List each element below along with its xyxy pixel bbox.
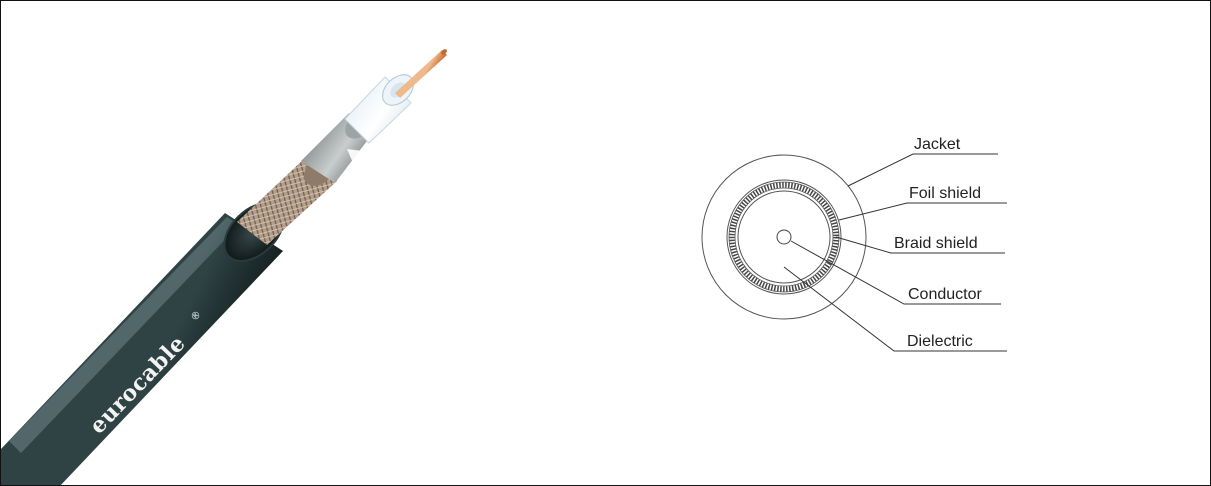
- jacket-leader-line: [848, 154, 998, 186]
- foil-leader-line: [839, 203, 1007, 220]
- coax-cable-illustration: eurocable ®: [1, 48, 448, 485]
- braid-shield-label: Braid shield: [894, 235, 978, 252]
- dielectric-label: Dielectric: [907, 333, 973, 350]
- cross-section-diagram: Jacket Foil shield Braid shield Conducto…: [702, 136, 1007, 351]
- conductor-label: Conductor: [908, 286, 982, 303]
- dielectric-leader-line: [784, 267, 1007, 351]
- conductor-circle: [777, 230, 791, 244]
- foil-shield-label: Foil shield: [909, 185, 981, 202]
- jacket-label: Jacket: [914, 136, 961, 153]
- cable-conductor: [395, 50, 447, 98]
